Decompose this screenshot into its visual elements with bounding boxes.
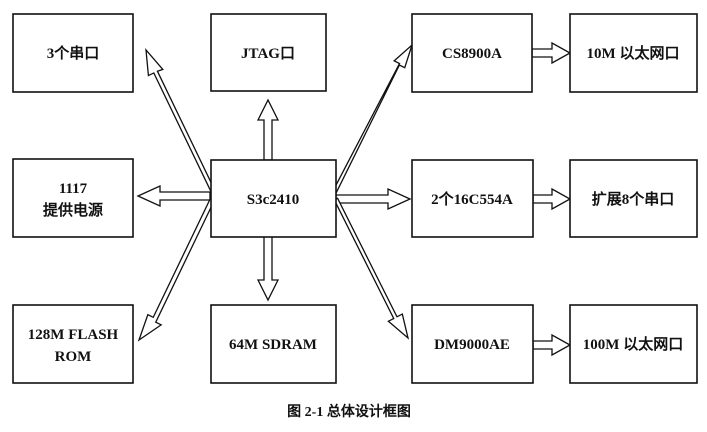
block-serial8-label: 扩展8个串口	[592, 190, 675, 208]
block-power-line2: 提供电源	[43, 201, 103, 219]
arrow-cpu-to-cs8900a	[330, 42, 414, 196]
arrow-cs8900a-to-eth10m	[531, 41, 572, 65]
block-serial3-label: 3个串口	[47, 44, 100, 62]
block-cs8900a-label: CS8900A	[442, 46, 502, 62]
block-16c554a: 2个16C554A	[411, 159, 534, 238]
block-eth100m-label: 100M 以太网口	[583, 335, 683, 353]
figure-caption: 图 2-1 总体设计框图	[287, 403, 411, 420]
block-flash-line1: 128M FLASH	[28, 327, 119, 343]
block-jtag-label: JTAG口	[241, 46, 295, 62]
block-eth100m: 100M 以太网口	[569, 304, 698, 384]
block-eth10m-label: 10M 以太网口	[587, 44, 680, 62]
connector-arrows	[136, 41, 572, 357]
block-power: 1117 提供电源	[12, 158, 134, 238]
block-16c554a-label: 2个16C554A	[431, 190, 513, 208]
arrow-cpu-to-jtag	[256, 98, 280, 161]
block-jtag: JTAG口	[210, 13, 327, 92]
block-dm9000: DM9000AE	[411, 304, 534, 384]
block-serial3: 3个串口	[12, 13, 134, 93]
arrow-cpu-to-sdram	[256, 235, 280, 302]
block-serial8: 扩展8个串口	[569, 159, 698, 238]
block-sdram: 64M SDRAM	[210, 304, 337, 384]
arrow-16c554a-to-serial8	[532, 187, 572, 211]
block-cpu-label: S3c2410	[247, 192, 300, 208]
arrow-cpu-to-flash	[137, 192, 216, 342]
block-cs8900a: CS8900A	[411, 13, 533, 93]
arrow-cpu-to-dm9000	[333, 197, 410, 340]
arrow-cpu-to-16c554a	[335, 187, 412, 211]
block-power-line1: 1117	[59, 181, 88, 197]
block-flash-line2: ROM	[55, 349, 92, 365]
block-flash: 128M FLASH ROM	[12, 304, 134, 384]
arrow-dm9000-to-eth100m	[532, 333, 572, 357]
block-sdram-label: 64M SDRAM	[229, 337, 317, 353]
block-cpu: S3c2410	[210, 159, 337, 238]
arrow-cpu-to-serial3	[145, 48, 217, 194]
arrow-cpu-to-power	[136, 184, 211, 208]
block-eth10m: 10M 以太网口	[569, 13, 698, 93]
block-dm9000-label: DM9000AE	[434, 337, 510, 353]
